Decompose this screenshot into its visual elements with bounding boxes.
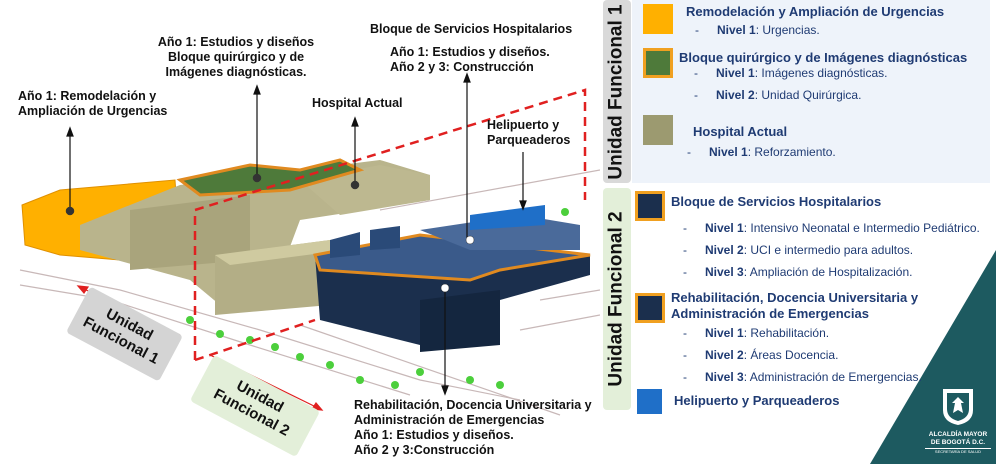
- swatch-servicios: [635, 191, 665, 221]
- legend-title-rehabilitacion: Rehabilitación, Docencia Universitaria y…: [671, 290, 919, 321]
- legend-title-helipuerto: Helipuerto y Parqueaderos: [674, 393, 840, 408]
- legend-item: -Nivel 2: UCI e intermedio para adultos.: [683, 243, 914, 257]
- uf1-title: Unidad Funcional 1: [606, 3, 628, 180]
- rehabilitacion-annotation: Rehabilitación, Docencia Universitaria y…: [354, 398, 592, 458]
- urgencias-annotation: Año 1: Remodelación y Ampliación de Urge…: [18, 89, 167, 119]
- annotation-arrows: [66, 72, 527, 396]
- legend-title-quirurgico: Bloque quirúrgico y de Imágenes diagnóst…: [679, 50, 968, 65]
- swatch-quirurgico: [643, 48, 673, 78]
- annotation-line: Bloque quirúrgico y de: [167, 50, 305, 64]
- uf1-legend-panel: [632, 0, 990, 183]
- legend-title-hospital-actual: Hospital Actual: [693, 124, 788, 139]
- annotation-line: Imágenes diagnósticas.: [165, 65, 307, 79]
- alcaldia-logo: ALCALDÍA MAYOR DE BOGOTÁ D.C. SECRETARÍA…: [925, 386, 991, 455]
- unit-division-line: [193, 88, 587, 362]
- quirurgico-building: [176, 158, 365, 197]
- uf2-tab: Unidad Funcional 2: [603, 188, 631, 410]
- annotation-line: Año 1: Remodelación y: [18, 89, 157, 103]
- annotation-line: Rehabilitación, Docencia Universitaria y: [354, 398, 592, 412]
- site-roads: [19, 169, 600, 416]
- servicios-building: [313, 205, 591, 352]
- annotation-line: Año 1: Estudios y diseños: [157, 35, 315, 49]
- annotation-line: Parqueaderos: [487, 133, 571, 147]
- uf2-title: Unidad Funcional 2: [606, 211, 628, 387]
- quirurgico-annotation: Año 1: Estudios y diseños Bloque quirúrg…: [150, 35, 322, 80]
- coat-of-arms-icon: [943, 389, 973, 425]
- servicios-title: Bloque de Servicios Hospitalarios: [370, 22, 573, 36]
- legend-item: -Nivel 2: Áreas Docencia.: [683, 348, 839, 362]
- swatch-urgencias: [643, 4, 673, 34]
- annotation-line: Año 2 y 3:Construcción: [354, 443, 495, 457]
- annotation-line: Año 1: Estudios y diseños.: [390, 45, 550, 59]
- logo-text: SECRETARÍA DE SALUD: [925, 448, 991, 455]
- helipad: [470, 205, 545, 230]
- annotation-line: Año 1: Estudios y diseños.: [354, 428, 514, 442]
- legend-item: -Nivel 1: Imágenes diagnósticas.: [694, 66, 888, 80]
- legend-item: -Nivel 1: Reforzamiento.: [687, 145, 836, 159]
- site-plan-illustration: [19, 72, 600, 416]
- annotation-line: Año 2 y 3: Construcción: [390, 60, 534, 74]
- logo-text: ALCALDÍA MAYOR: [928, 431, 988, 438]
- legend-title-servicios: Bloque de Servicios Hospitalarios: [671, 194, 882, 209]
- swatch-rehabilitacion: [635, 293, 665, 323]
- legend-item: -Nivel 1: Rehabilitación.: [683, 326, 830, 340]
- marker-dots: [65, 173, 475, 293]
- legend-item: -Nivel 3: Administración de Emergencias.: [683, 370, 922, 384]
- annotation-line: Helipuerto y: [487, 118, 560, 132]
- helipuerto-annotation: Helipuerto y Parqueaderos: [487, 118, 570, 148]
- servicios-annotation: Año 1: Estudios y diseños. Año 2 y 3: Co…: [390, 45, 550, 75]
- swatch-hospital-actual: [643, 115, 673, 145]
- hospital-actual-annotation: Hospital Actual: [312, 96, 403, 110]
- uf1-tab: Unidad Funcional 1: [603, 0, 631, 183]
- legend-title-urgencias: Remodelación y Ampliación de Urgencias: [686, 4, 945, 19]
- legend-item: -Nivel 3: Ampliación de Hospitalización.: [683, 265, 913, 279]
- legend-item: -Nivel 1: Intensivo Neonatal e Intermedi…: [683, 221, 980, 235]
- annotation-line: Ampliación de Urgencias: [18, 104, 168, 118]
- legend-item: -Nivel 1: Urgencias.: [695, 23, 820, 37]
- logo-text: DE BOGOTÁ D.C.: [930, 439, 986, 446]
- swatch-helipuerto: [637, 389, 662, 414]
- legend-item: -Nivel 2: Unidad Quirúrgica.: [694, 88, 862, 102]
- annotation-line: Administración de Emergencias: [354, 413, 545, 427]
